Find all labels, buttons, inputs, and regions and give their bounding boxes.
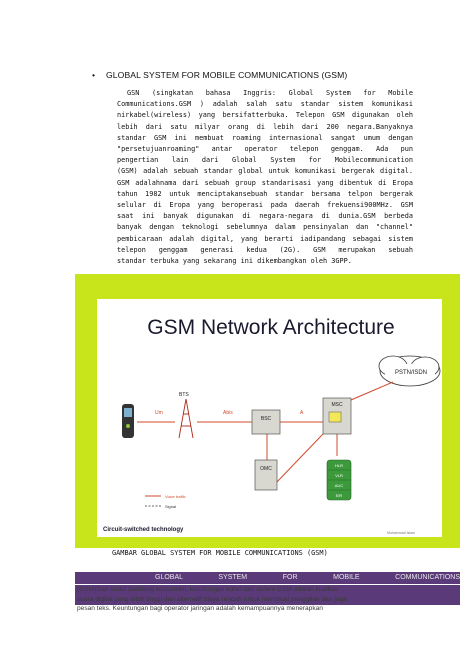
omc-box-icon: OMC [254,459,278,491]
paragraph-line: pengertian lain dari Global System for M… [117,156,413,165]
paragraph-line: banyak dengan teknologi sebelumnya dalam… [117,223,413,232]
database-stack-icon: HLR VLR AUC EIR [326,459,352,501]
paragraph-line: telepon genggam generasi kedua (2G). GSM… [117,245,413,254]
hlr-label: HLR [335,463,343,468]
body-paragraph: GSN (singkatan bahasa Inggris: Global Sy… [117,88,413,267]
paragraph-line: (GSM) adalah sebuah standar global untuk… [117,167,413,176]
msc-label: MSC [331,402,343,408]
table-body-line: pesan teks. Keuntungan bagi operator jar… [77,605,323,612]
omc-label: OMC [260,466,272,472]
table-body-line: (GSM)Dari sudut pandang konsumen, keuntu… [77,586,338,593]
figure-caption: GAMBAR GLOBAL SYSTEM FOR MOBILE COMMUNIC… [112,549,328,557]
info-table: GLOBAL SYSTEM FOR MOBILE COMMUNICATIONS … [75,572,460,612]
paragraph-line: "persetujuanroaming" antar operator tele… [117,145,413,154]
paragraph-line: pembicaraan adalah digital, yang berarti… [117,234,413,243]
table-header-row: GLOBAL SYSTEM FOR MOBILE COMMUNICATIONS [75,572,460,584]
paragraph-line: standar terbuka yang sekarang ini dikemb… [117,257,352,266]
bsc-label: BSC [261,416,272,422]
figure-footer: Circuit-switched technology [103,527,184,533]
a-label: A [300,410,304,416]
paragraph-line: lebih dari satu milyar orang di lebih da… [117,122,413,131]
bullet: • [92,70,96,80]
msc-box-icon: MSC [322,397,352,435]
figure-credit: Mohammad Islam [387,531,415,535]
vlr-label: VLR [335,473,343,478]
paragraph-line: nirkabel(wireless) yang bersifatterbuka.… [117,111,413,120]
legend-voice: Voice traffic [165,494,186,499]
paragraph-line: standar GSM ini membuat roaming internas… [117,133,413,142]
um-label: Um [155,410,163,416]
paragraph-line: saat ini banyak digunakan di negara-nega… [117,212,413,221]
pstn-cloud-icon: PSTN/ISDN [378,355,441,387]
msc-pstn-link [350,381,394,401]
paragraph-line: Communications.GSM ) adalah salah satu s… [117,100,413,109]
paragraph-line: tahun 1982 untuk menciptakansebuah stand… [117,189,413,198]
paragraph-line: selular di Eropa yang beroperasi pada da… [117,201,413,210]
figure-legend: Voice traffic Signal [145,494,186,509]
table-body-row: (GSM)Dari sudut pandang konsumen, keuntu… [75,585,460,612]
figure-title: GSM Network Architecture [147,316,394,339]
bts-label: BTS [179,392,189,398]
bts-tower-icon [178,398,194,439]
pstn-label: PSTN/ISDN [395,370,427,376]
table-header-cell: GLOBAL SYSTEM FOR MOBILE COMMUNICATIONS [155,574,460,581]
section-heading: • GLOBAL SYSTEM FOR MOBILE COMMUNICATIONS… [92,70,347,80]
auc-label: AUC [335,483,344,488]
abis-label: Abis [223,410,233,416]
paragraph-line: GSN (singkatan bahasa Inggris: Global Sy… [127,89,413,97]
mobile-phone-icon [122,404,134,438]
omc-msc-link [274,433,324,485]
heading-text: GLOBAL SYSTEM FOR MOBILE COMMUNICATIONS … [106,70,348,80]
gsm-architecture-figure: GSM Network Architecture PSTN/ISDN Um Ab… [75,274,460,548]
paragraph-line: GSM adalahnama dari sebuah group standar… [117,178,413,187]
table-body-line: suara digital yang lebih tinggi dan alte… [77,595,347,603]
legend-signal: Signal [165,504,176,509]
bsc-box-icon: BSC [251,409,281,435]
eir-label: EIR [336,493,343,498]
